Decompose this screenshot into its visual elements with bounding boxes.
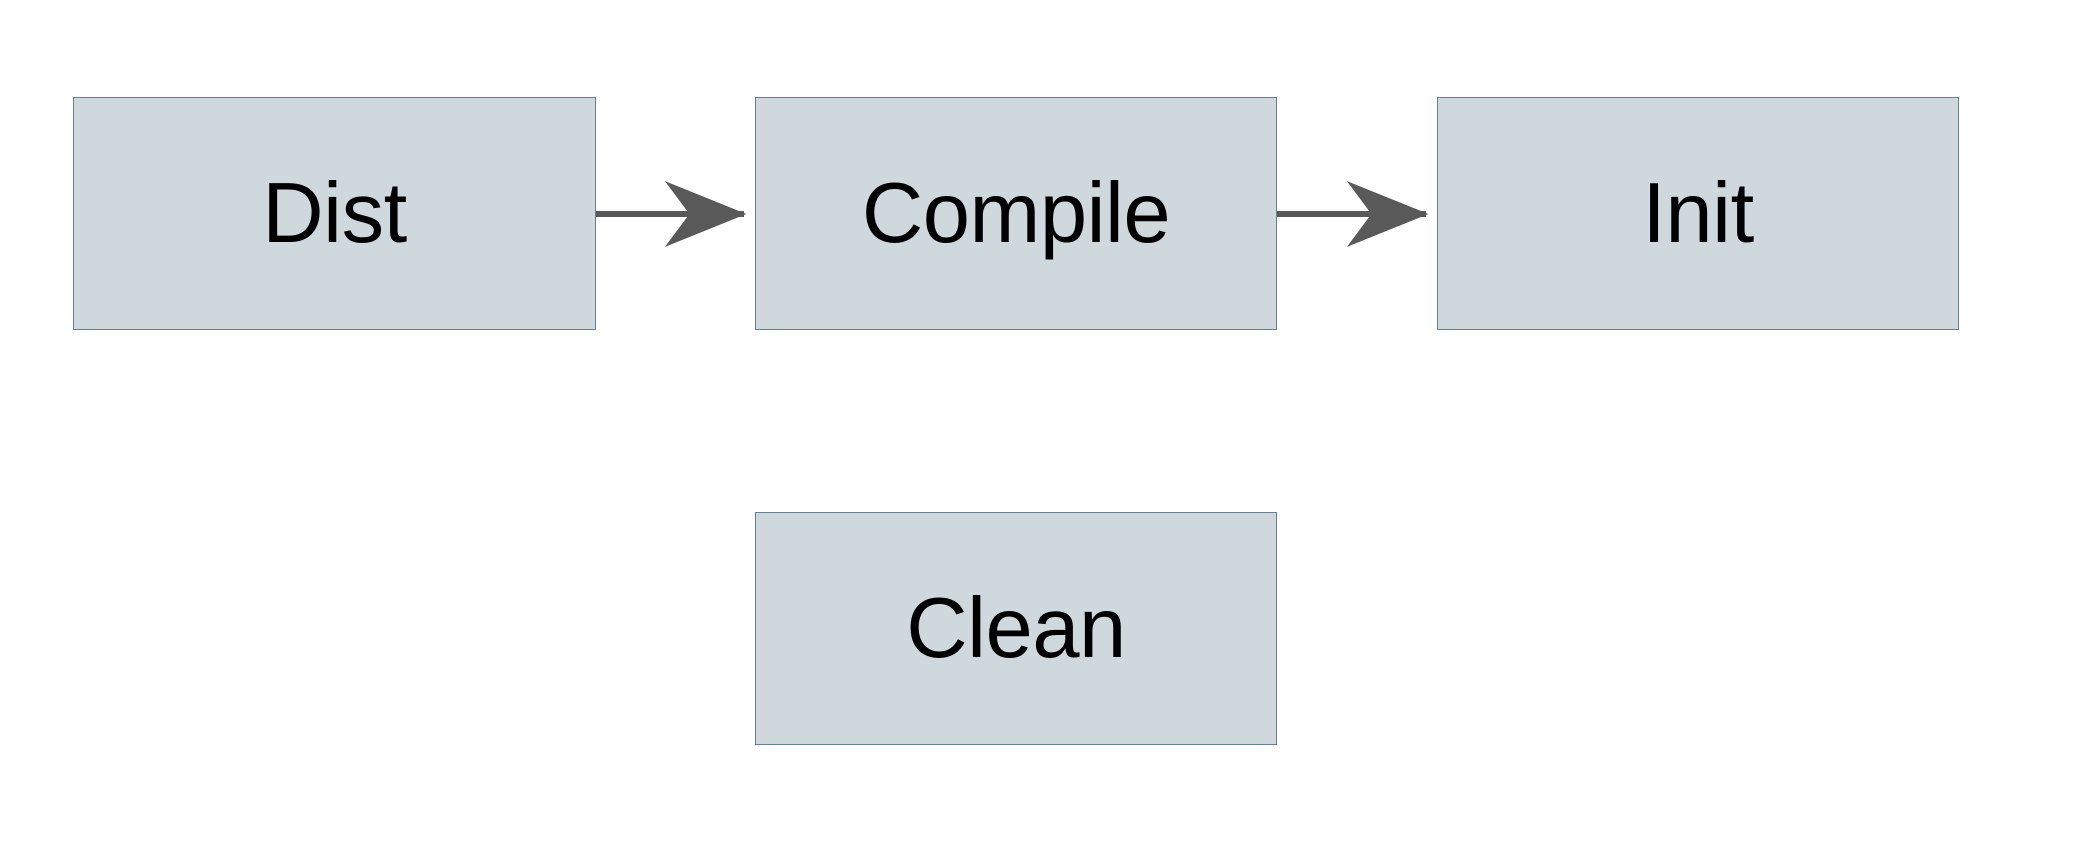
node-compile[interactable]: Compile (755, 97, 1277, 330)
node-clean-label: Clean (906, 581, 1126, 676)
node-init-label: Init (1642, 166, 1754, 261)
node-compile-label: Compile (861, 166, 1171, 261)
node-dist[interactable]: Dist (73, 97, 596, 330)
node-init[interactable]: Init (1437, 97, 1959, 330)
node-clean[interactable]: Clean (755, 512, 1277, 745)
node-dist-label: Dist (262, 166, 407, 261)
